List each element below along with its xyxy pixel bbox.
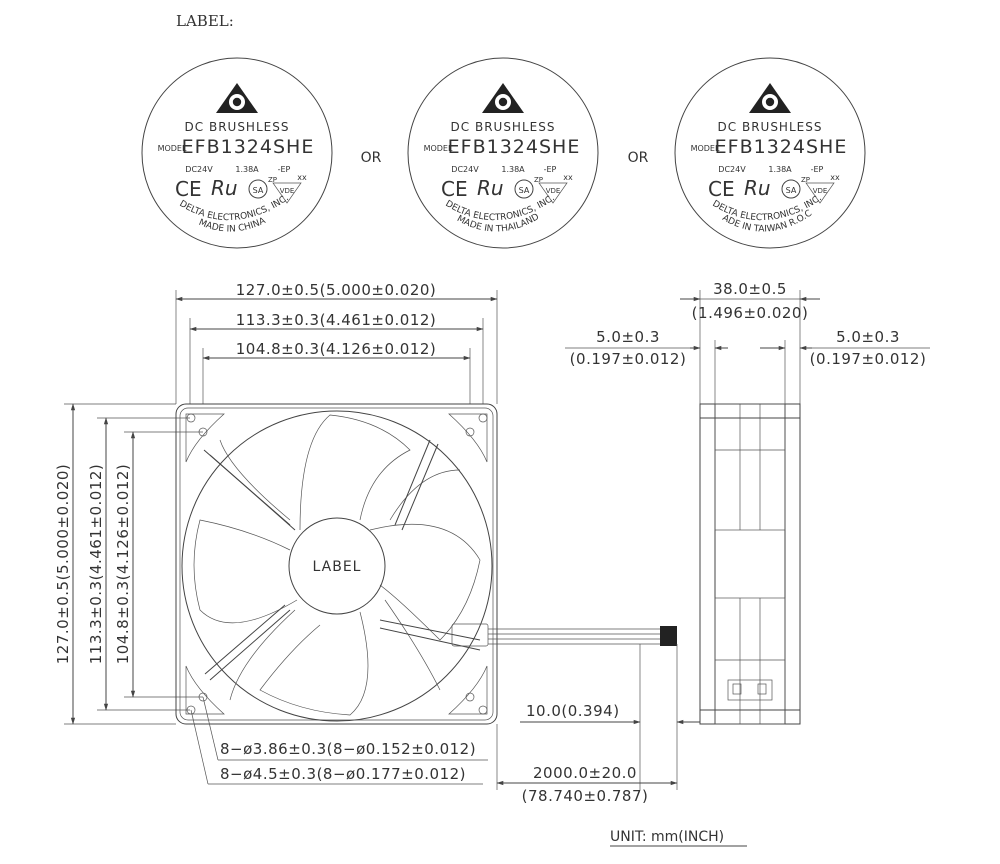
label-cert-vde: VDE	[546, 187, 561, 195]
fan-front-view: LABEL	[175, 403, 677, 725]
label-model: EFB1324SHE	[448, 136, 581, 158]
dim-hole-large: 8−ø4.5±0.3(8−ø0.177±0.012)	[220, 765, 466, 783]
dim-depth: 38.0±0.5	[713, 280, 787, 298]
label-model: EFB1324SHE	[715, 136, 848, 158]
vde-mark-icon	[538, 182, 568, 204]
label-model: EFB1324SHE	[182, 136, 315, 158]
dim-strip-length: 10.0(0.394)	[526, 702, 620, 720]
label-voltage: DC24V	[451, 165, 479, 174]
dim-hole-small: 8−ø3.86±0.3(8−ø0.152±0.012)	[220, 740, 476, 758]
fan-side-view	[699, 403, 801, 725]
csa-mark-icon	[514, 179, 534, 199]
label-current: 1.38A	[768, 165, 792, 174]
delta-logo-icon	[749, 83, 791, 113]
label-suffix: -EP	[544, 165, 557, 174]
or-separator: OR	[361, 150, 382, 166]
dim-lead-length: 2000.0±20.0	[533, 764, 637, 782]
svg-text:Ru: Ru	[744, 176, 771, 200]
dim-inner-width: 104.8±0.3(4.126±0.012)	[236, 340, 437, 358]
or-separator: OR	[628, 150, 649, 166]
ce-mark-icon: CE	[175, 177, 202, 201]
label-voltage: DC24V	[718, 165, 746, 174]
label-model-prefix: MODEL	[158, 144, 187, 153]
delta-logo-icon	[482, 83, 524, 113]
label-cert-zp: ZP	[268, 176, 277, 184]
svg-text:Ru: Ru	[211, 176, 238, 200]
dim-flange-left-inch: (0.197±0.012)	[570, 350, 687, 368]
label-voltage: DC24V	[185, 165, 213, 174]
dim-flange-right: 5.0±0.3	[836, 328, 900, 346]
svg-text:SA: SA	[786, 186, 797, 195]
label-cert-vde: VDE	[813, 187, 828, 195]
vde-mark-icon	[272, 182, 302, 204]
svg-text:SA: SA	[519, 186, 530, 195]
csa-mark-icon	[781, 179, 801, 199]
svg-text:SA: SA	[253, 186, 264, 195]
label-code: xx	[297, 173, 307, 182]
mounting-hole-icon	[186, 413, 488, 715]
svg-text:Ru: Ru	[477, 176, 504, 200]
hub-label: LABEL	[313, 559, 362, 575]
front-width-dimensions: 127.0±0.5(5.000±0.020) 113.3±0.3(4.461±0…	[175, 281, 498, 404]
dim-flange-left: 5.0±0.3	[596, 328, 660, 346]
vde-mark-icon	[805, 182, 835, 204]
fan-blades	[193, 414, 481, 716]
label-variant-china: DC BRUSHLESS MODEL EFB1324SHE DC24V 1.38…	[141, 57, 333, 249]
hole-callouts: 8−ø3.86±0.3(8−ø0.152±0.012) 8−ø4.5±0.3(8…	[190, 696, 488, 785]
label-series: DC BRUSHLESS	[451, 120, 556, 134]
dim-mount-width: 113.3±0.3(4.461±0.012)	[236, 311, 437, 329]
label-cert-vde: VDE	[280, 187, 295, 195]
front-height-dimensions: 127.0±0.5(5.000±0.020) 113.3±0.3(4.461±0…	[54, 403, 203, 725]
label-cert-zp: ZP	[801, 176, 810, 184]
label-code: xx	[563, 173, 573, 182]
label-variant-taiwan: DC BRUSHLESS MODEL EFB1324SHE DC24V 1.38…	[674, 57, 866, 249]
dim-inner-height: 104.8±0.3(4.126±0.012)	[114, 464, 132, 665]
ce-mark-icon: CE	[708, 177, 735, 201]
label-variant-thailand: DC BRUSHLESS MODEL EFB1324SHE DC24V 1.38…	[407, 57, 599, 249]
label-current: 1.38A	[501, 165, 525, 174]
ul-mark-icon: Ru	[477, 176, 504, 200]
label-code: xx	[830, 173, 840, 182]
lead-dimensions: 10.0(0.394) 2000.0±20.0 (78.740±0.787)	[496, 644, 700, 805]
label-section-title: LABEL:	[176, 12, 234, 30]
label-model-prefix: MODEL	[424, 144, 453, 153]
label-cert-zp: ZP	[534, 176, 543, 184]
label-current: 1.38A	[235, 165, 259, 174]
label-series: DC BRUSHLESS	[185, 120, 290, 134]
side-depth-dimensions: 38.0±0.5 (1.496±0.020) 5.0±0.3 (0.197±0.…	[565, 280, 930, 404]
label-model-prefix: MODEL	[691, 144, 720, 153]
dim-depth-inch: (1.496±0.020)	[692, 304, 809, 322]
ul-mark-icon: Ru	[744, 176, 771, 200]
label-series: DC BRUSHLESS	[718, 120, 823, 134]
unit-note: UNIT: mm(INCH)	[610, 829, 724, 845]
dim-mount-height: 113.3±0.3(4.461±0.012)	[87, 464, 105, 665]
dim-lead-length-inch: (78.740±0.787)	[522, 787, 649, 805]
label-suffix: -EP	[278, 165, 291, 174]
ce-mark-icon: CE	[441, 177, 468, 201]
dim-flange-right-inch: (0.197±0.012)	[810, 350, 927, 368]
csa-mark-icon	[248, 179, 268, 199]
label-suffix: -EP	[811, 165, 824, 174]
dim-overall-width: 127.0±0.5(5.000±0.020)	[236, 281, 437, 299]
dim-overall-height: 127.0±0.5(5.000±0.020)	[54, 464, 72, 665]
ul-mark-icon: Ru	[211, 176, 238, 200]
delta-logo-icon	[216, 83, 258, 113]
